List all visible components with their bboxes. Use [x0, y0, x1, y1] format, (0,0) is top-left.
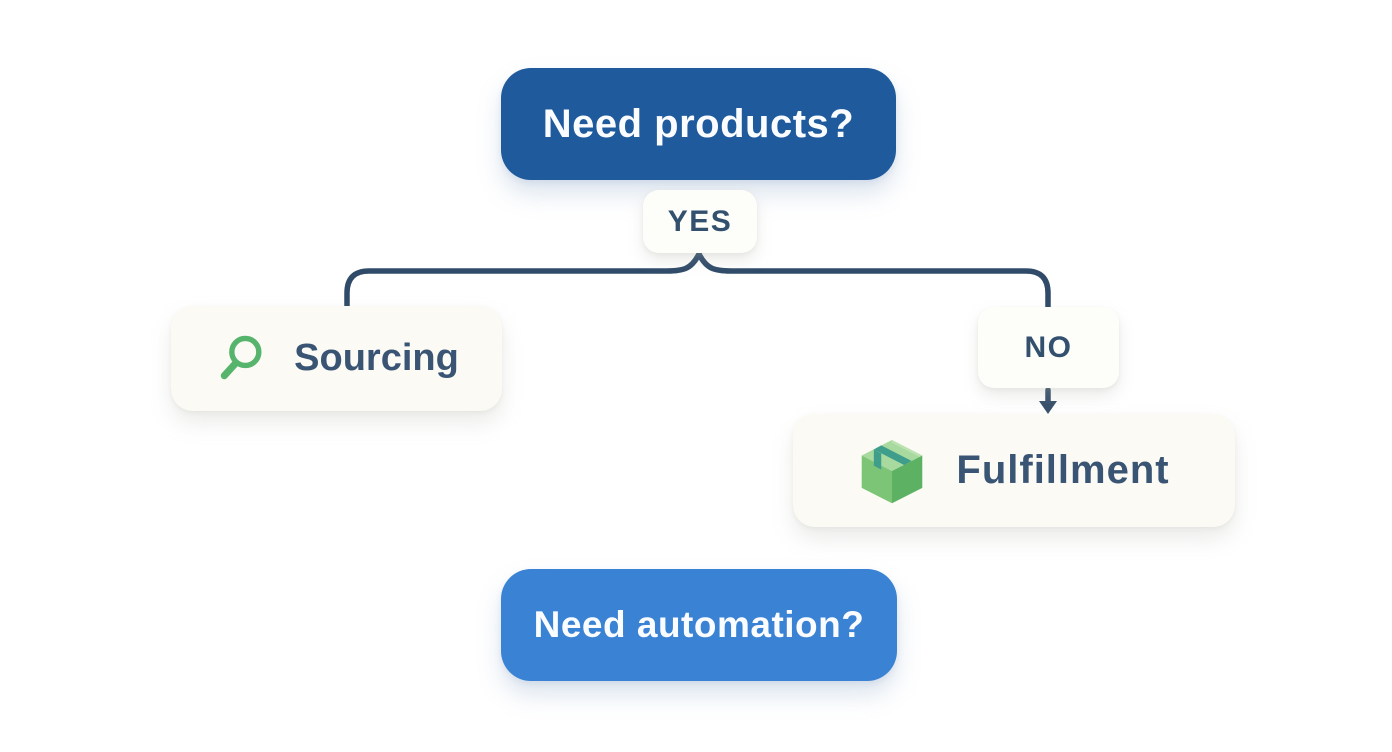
need-automation-label: Need automation? [533, 604, 865, 645]
fulfillment-label: Fulfillment [956, 448, 1170, 492]
node-need-products: Need products? [501, 68, 896, 180]
no-badge-label: NO [1024, 330, 1073, 364]
yes-badge: YES [643, 190, 757, 253]
need-products-label: Need products? [542, 101, 855, 146]
sourcing-label: Sourcing [294, 337, 459, 379]
magnifier-icon [214, 332, 268, 386]
node-sourcing: Sourcing [171, 306, 502, 411]
node-fulfillment: Fulfillment [793, 414, 1235, 527]
package-icon [858, 436, 926, 506]
down-arrow-icon [1039, 387, 1057, 414]
yes-badge-label: YES [667, 204, 733, 238]
no-badge: NO [978, 307, 1119, 388]
branch-line-left [344, 251, 702, 309]
branch-line-right [696, 251, 1051, 310]
node-need-automation: Need automation? [501, 569, 897, 681]
